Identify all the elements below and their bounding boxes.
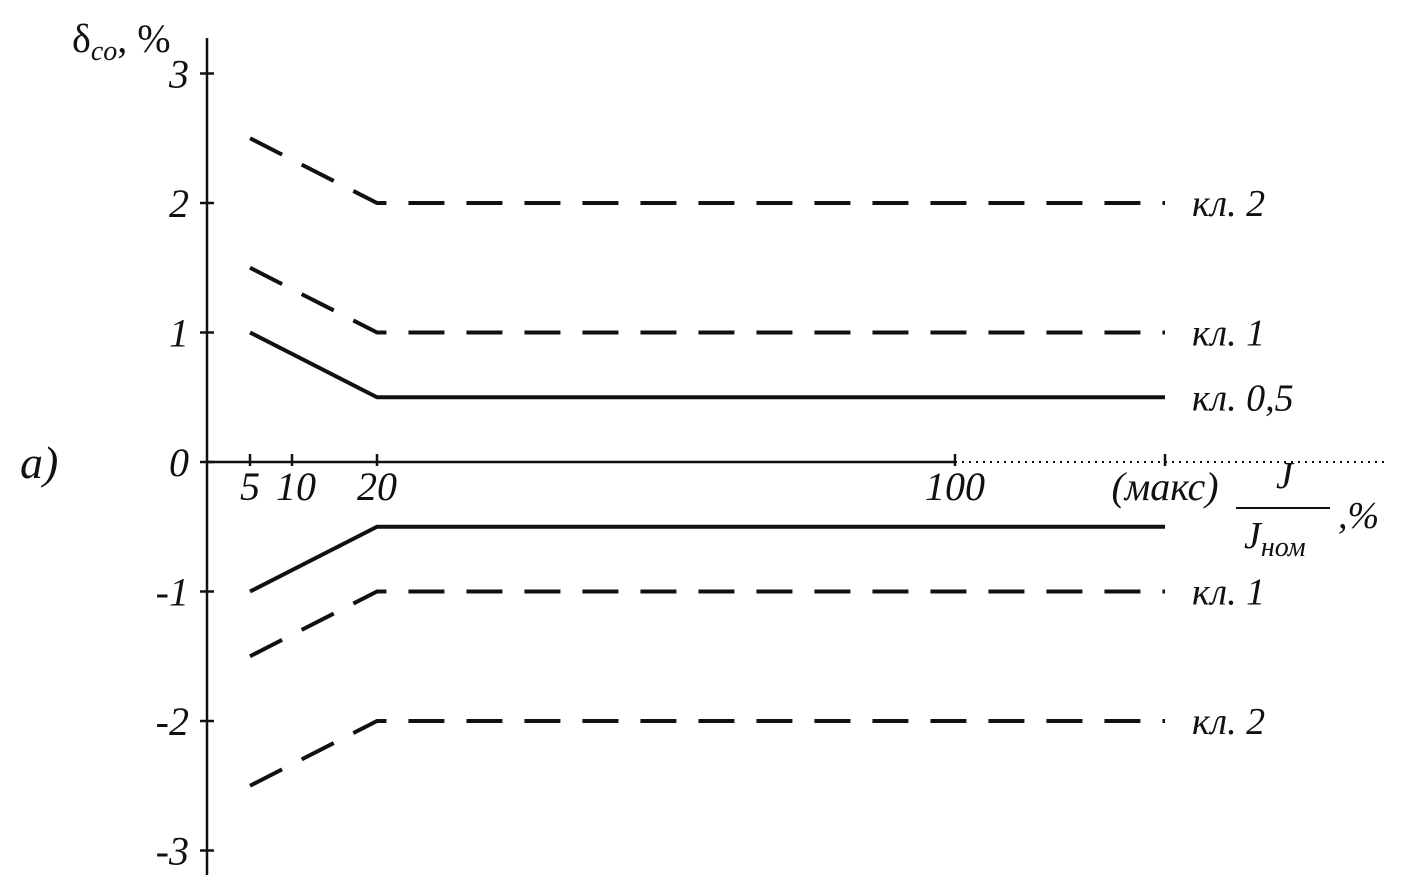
y-tick-label: 2 (169, 181, 189, 226)
series-label-0: кл. 2 (1192, 183, 1265, 225)
axes (200, 38, 1385, 875)
series-line-1 (249, 265, 1165, 335)
series-label-5: кл. 2 (1192, 701, 1265, 743)
y-axis-unit: , % (117, 16, 170, 61)
series-line-5 (249, 719, 1165, 788)
series-label-2: кл. 0,5 (1192, 377, 1294, 419)
y-tick-label: 1 (169, 311, 189, 356)
x-tick-label: 10 (276, 464, 316, 509)
x-tick-label: (макс) (1111, 464, 1218, 509)
series-label-1: кл. 1 (1192, 313, 1265, 355)
x-tick-label: 100 (925, 464, 985, 509)
y-tick-label: -1 (156, 570, 189, 615)
series-line-2 (249, 330, 1165, 400)
series-line-3 (249, 524, 1165, 594)
y-tick-label: 0 (169, 440, 189, 485)
x-axis-denominator-subscript: ном (1261, 532, 1306, 563)
x-tick-label: 20 (357, 464, 397, 509)
y-tick-label: -2 (156, 699, 189, 744)
y-axis-symbol: δ (72, 16, 91, 61)
x-axis-denominator-symbol: J (1244, 515, 1263, 557)
series-layer (249, 136, 1165, 788)
y-axis-subscript: co (91, 36, 117, 67)
panel-label: a) (20, 437, 58, 488)
y-tick-label: -3 (156, 829, 189, 874)
x-axis-unit: ,% (1338, 495, 1379, 537)
y-axis-title: δco, % (72, 16, 171, 67)
x-axis-numerator: J (1276, 455, 1295, 497)
series-line-0 (249, 136, 1165, 205)
series-line-4 (249, 589, 1165, 659)
y-tick-label: 3 (168, 52, 189, 97)
x-axis-denominator: Jном (1244, 515, 1306, 563)
x-tick-label: 5 (240, 464, 260, 509)
series-label-4: кл. 1 (1192, 572, 1265, 614)
